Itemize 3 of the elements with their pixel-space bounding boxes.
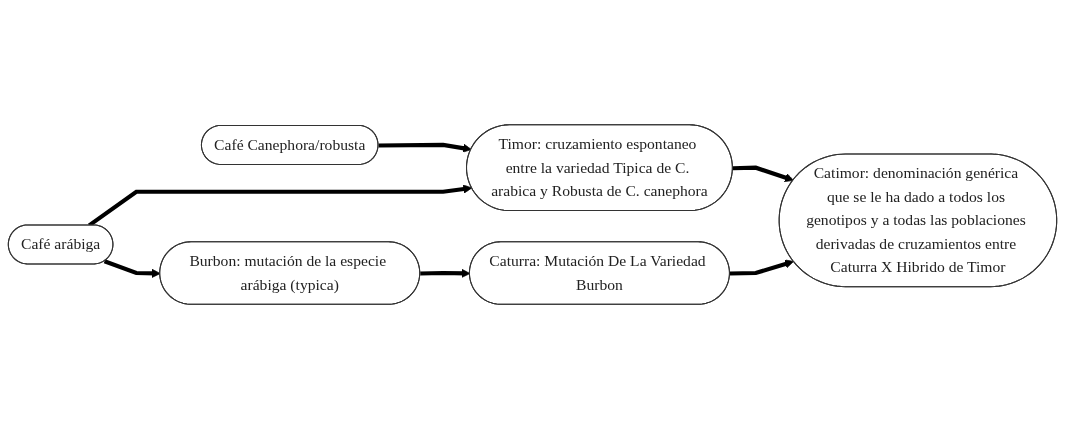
arrow <box>732 165 794 183</box>
arrow <box>378 142 472 153</box>
arrow <box>729 259 794 276</box>
